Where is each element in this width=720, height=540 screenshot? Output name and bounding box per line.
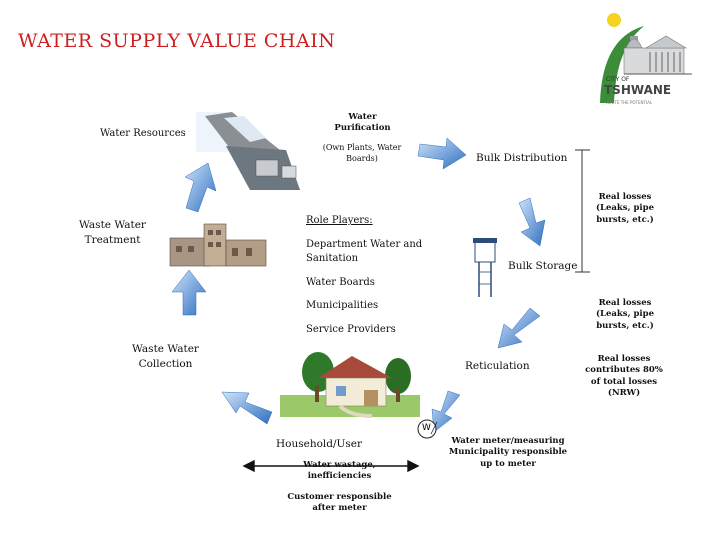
right-brackets — [575, 149, 590, 273]
logo-tagline: IGNITE THE POTENTIAL — [606, 100, 653, 105]
city-hall-icon — [600, 13, 692, 103]
real-losses-note-1: Real losses (Leaks, pipe bursts, etc.) — [595, 192, 655, 225]
water-purification-note: (Own Plants, Water Boards) — [322, 143, 402, 163]
household-label: Household/User — [276, 438, 363, 450]
arrow-storage-to-reticulation — [497, 307, 541, 349]
arrow-household-to-collection — [221, 391, 273, 425]
role-player-item: Water Boards — [306, 276, 375, 288]
role-players-heading: Role Players: — [306, 215, 373, 226]
arrow-distribution-to-storage — [518, 197, 546, 247]
waste-water-treatment-label: Waste Water Treatment — [79, 219, 146, 247]
arrow-reticulation-to-household — [431, 390, 461, 433]
water-purification-label: Water Purification — [334, 112, 391, 134]
water-purification-picture — [196, 112, 300, 190]
role-player-item: Department Water and Sanitation — [306, 238, 423, 265]
water-resources-label: Water Resources — [100, 128, 186, 139]
reticulation-label: Reticulation — [465, 360, 530, 372]
storage-tower-picture — [473, 238, 497, 297]
household-picture — [280, 352, 420, 418]
wastage-double-arrow — [242, 459, 420, 473]
role-players-box: Role Players: Department Water and Sanit… — [306, 214, 446, 346]
water-meter-symbol: W — [422, 423, 431, 433]
page-title: WATER SUPPLY VALUE CHAIN — [18, 30, 336, 52]
water-meter-note: Water meter/measuring Municipality respo… — [448, 436, 568, 469]
tshwane-logo: CITY OF TSHWANE IGNITE THE POTENTIAL — [596, 8, 696, 108]
waste-water-collection-label: Waste Water Collection — [132, 343, 199, 371]
role-player-item: Service Providers — [306, 323, 396, 335]
treatment-plant-picture — [169, 223, 267, 267]
arrow-treatment-to-resources — [184, 162, 217, 213]
bulk-storage-label: Bulk Storage — [508, 260, 578, 272]
logo-line1: CITY OF — [606, 76, 630, 83]
logo-line2: TSHWANE — [604, 83, 672, 97]
role-player-item: Municipalities — [306, 300, 379, 311]
real-losses-summary: Real losses contributes 80% of total los… — [585, 354, 663, 399]
bulk-distribution-label: Bulk Distribution — [476, 152, 568, 164]
arrow-purification-to-distribution — [417, 137, 467, 170]
real-losses-note-2: Real losses (Leaks, pipe bursts, etc.) — [595, 298, 655, 331]
cycle-arrows — [171, 137, 546, 433]
wastage-note: Water wastage, inefficiencies — [303, 460, 376, 482]
arrow-collection-to-treatment — [171, 269, 207, 316]
customer-responsible-note: Customer responsible after meter — [287, 492, 392, 514]
